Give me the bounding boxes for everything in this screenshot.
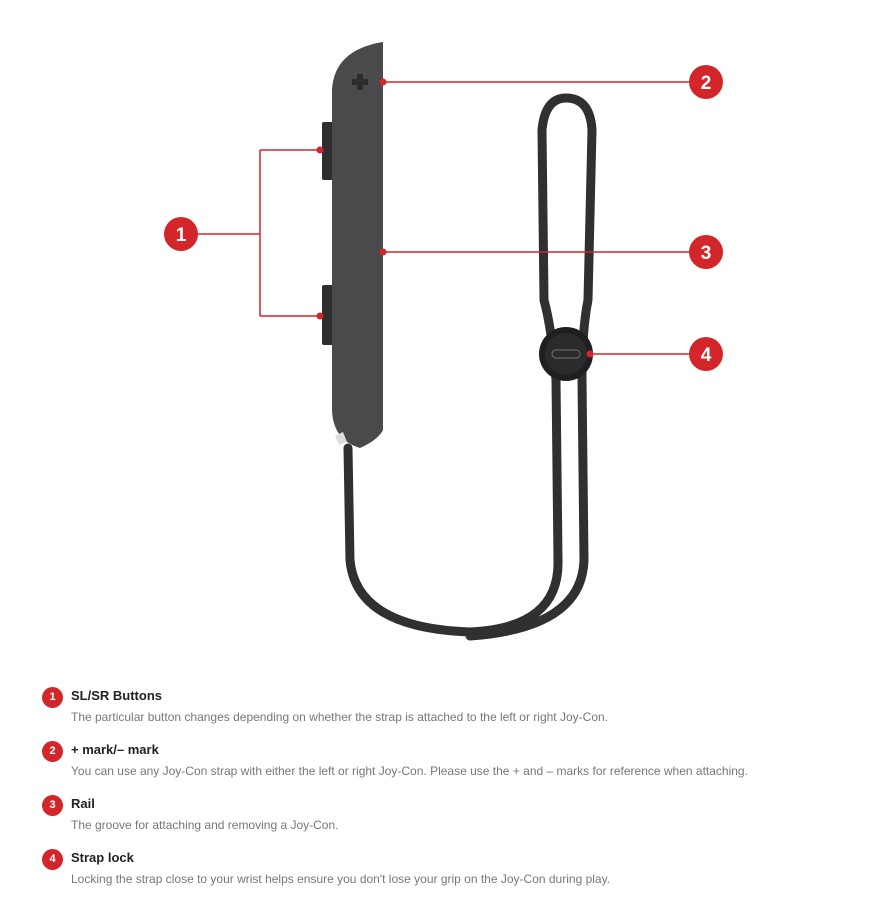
callout-dots: [316, 78, 594, 358]
strap: [343, 93, 597, 641]
legend-badge: 4: [42, 849, 63, 870]
legend-title: Strap lock: [71, 850, 134, 865]
callout-badge-2: 2: [689, 65, 723, 99]
callout-badge-4: 4: [689, 337, 723, 371]
legend-badge: 3: [42, 795, 63, 816]
svg-text:2: 2: [701, 73, 712, 94]
legend-description: Locking the strap close to your wrist he…: [71, 872, 611, 886]
legend-description: The particular button changes depending …: [71, 710, 608, 724]
joy-con-strap-diagram: 1 2 3 4: [164, 42, 723, 641]
svg-text:1: 1: [176, 225, 187, 246]
legend-badge: 1: [42, 687, 63, 708]
legend-title: SL/SR Buttons: [71, 688, 162, 703]
svg-text:4: 4: [701, 345, 712, 366]
legend-description: The groove for attaching and removing a …: [71, 818, 339, 832]
callout-badge-3: 3: [689, 235, 723, 269]
svg-text:3: 3: [701, 243, 712, 264]
plus-mark-icon: [352, 74, 368, 90]
strap-lock: [539, 327, 593, 381]
legend-description: You can use any Joy-Con strap with eithe…: [71, 764, 748, 778]
callout-lines: [198, 81, 690, 355]
joy-con: [322, 42, 383, 448]
callout-badge-1: 1: [164, 217, 198, 251]
nintendo-logo: [551, 349, 581, 359]
sl-button: [322, 122, 335, 180]
legend-title: + mark/– mark: [71, 742, 159, 757]
legend-badge: 2: [42, 741, 63, 762]
legend-title: Rail: [71, 796, 95, 811]
sr-button: [322, 285, 335, 345]
